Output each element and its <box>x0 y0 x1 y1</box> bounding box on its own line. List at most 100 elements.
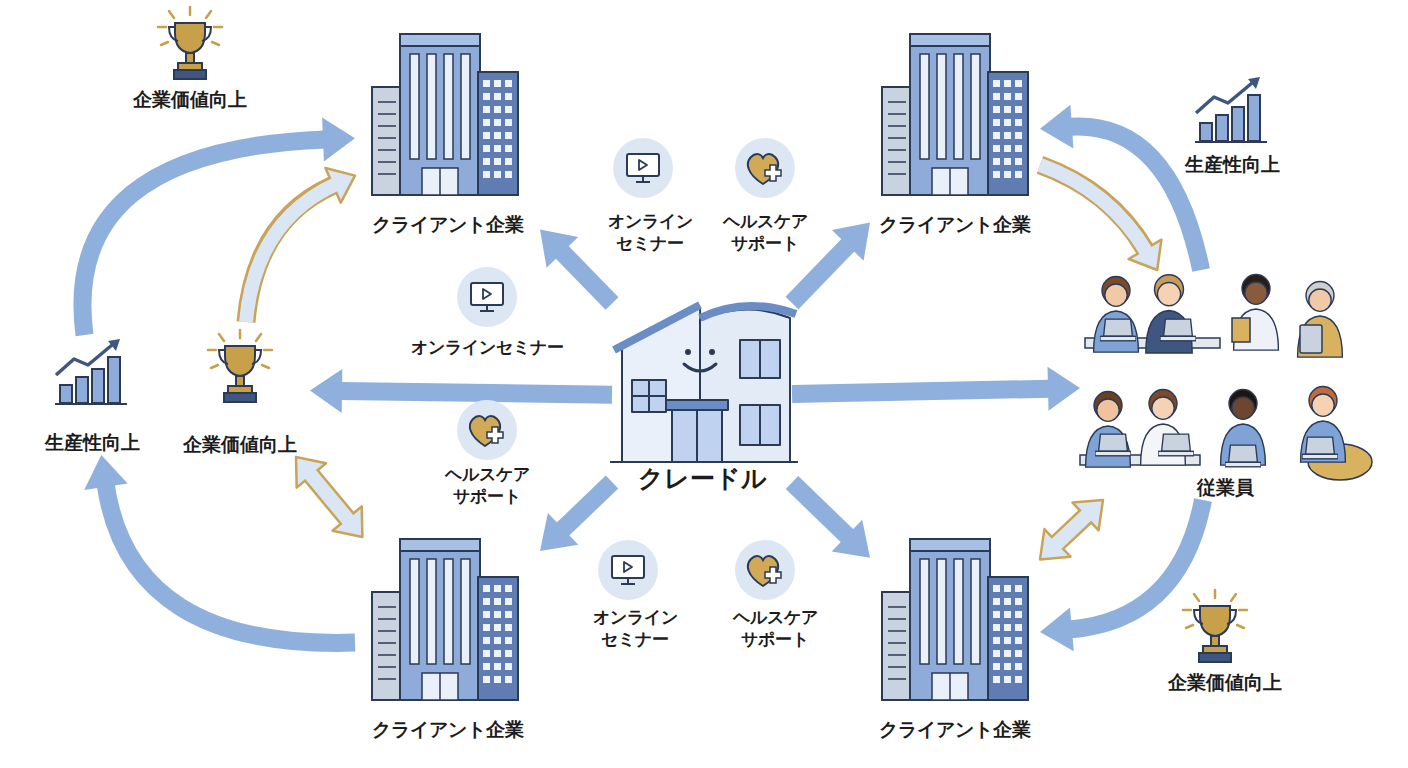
arrow-head <box>832 520 870 558</box>
person-figure <box>1301 387 1346 463</box>
arrow-shaft <box>562 482 612 530</box>
arrow-label: 生産性向上 <box>1185 152 1280 178</box>
arrow-head <box>322 118 355 162</box>
laptop-icon <box>1095 434 1131 456</box>
client-buildings <box>372 34 1028 700</box>
service-label: オンラインセミナー <box>411 336 564 358</box>
node-box: クライアント企業 <box>355 537 540 742</box>
arrow-head <box>1040 105 1073 149</box>
arrow-shaft <box>340 391 612 395</box>
node-text-group: クライアント企業 <box>335 718 560 742</box>
flow-arrow <box>792 483 870 558</box>
node-text-group: 従業員 <box>1060 476 1390 500</box>
arrow-shaft <box>792 389 1050 394</box>
cradle-building <box>610 305 798 462</box>
flow-arrow <box>540 230 612 304</box>
service-label: オンライン セミナー <box>595 210 705 254</box>
node-text-group: クライアント企業 <box>850 213 1060 237</box>
node-box: 企業価値向上 <box>170 322 310 457</box>
node-label: クライアント企業 <box>372 213 524 237</box>
arrow-shaft <box>561 251 612 304</box>
arrow-shaft <box>82 139 325 335</box>
node-box: クライアント企業 <box>870 32 1040 237</box>
flow-arrow <box>84 455 355 643</box>
person-figure <box>1298 282 1343 358</box>
arrow-head <box>1048 367 1081 411</box>
node-box: 従業員 <box>1080 270 1370 500</box>
arrow-head <box>1040 608 1074 652</box>
service-label: ヘルスケア サポート <box>432 463 542 507</box>
arrow-shaft <box>308 472 350 523</box>
laptop-icon <box>1302 437 1338 459</box>
node-box: クライアント企業 <box>355 32 540 237</box>
seminar-icon <box>613 138 673 198</box>
flow-arrow <box>1040 500 1103 559</box>
seminar-icon <box>457 267 517 327</box>
node-text-group: 生産性向上 <box>10 431 175 455</box>
arrow-label: 企業価値向上 <box>133 87 247 113</box>
flow-arrow <box>296 457 362 537</box>
value-icons <box>55 7 1267 662</box>
employees-illustration <box>1080 275 1372 480</box>
arrow-shaft <box>246 183 338 322</box>
node-text-group: 企業価値向上 <box>150 433 330 457</box>
arrow-label: 企業価値向上 <box>1168 670 1282 696</box>
node-text-group: クライアント企業 <box>850 718 1060 742</box>
trophy-icon <box>158 7 222 79</box>
flow-arrow <box>540 482 612 551</box>
person-figure <box>1094 277 1139 353</box>
clipboard-icon <box>1232 318 1250 342</box>
growth-chart-icon <box>1195 77 1267 142</box>
flow-arrow <box>246 168 355 322</box>
person-figure <box>1086 392 1131 468</box>
node-label: 生産性向上 <box>45 431 140 455</box>
trophy-icon <box>208 330 272 402</box>
service-icons <box>457 138 795 600</box>
node-label: クライアント企業 <box>372 718 524 742</box>
node-label: 従業員 <box>1197 476 1254 500</box>
arrow-head <box>540 513 578 551</box>
healthcare-icon <box>457 400 517 460</box>
service-label: オンライン セミナー <box>580 606 690 650</box>
arrow-shaft <box>1054 513 1089 546</box>
trophy-icon <box>1183 590 1247 662</box>
arrow-head <box>540 230 578 268</box>
building-illustration <box>882 34 1028 195</box>
arrow-shaft <box>792 483 848 537</box>
node-text-group: クレードル <box>592 463 812 494</box>
flow-arrow <box>1040 165 1161 270</box>
flow-arrow <box>792 222 870 303</box>
service-label: ヘルスケア サポート <box>710 210 820 254</box>
arrow-shaft <box>1070 126 1201 270</box>
node-box: クライアント企業 <box>870 537 1040 742</box>
node-label: クレードル <box>638 463 767 494</box>
service-label: ヘルスケア サポート <box>720 606 830 650</box>
growth-chart-icon <box>55 339 127 404</box>
flow-arrow <box>82 118 355 336</box>
arrow-shaft <box>792 244 849 303</box>
flow-arrow <box>1040 500 1203 651</box>
tablet-icon <box>1300 325 1322 353</box>
flow-arrow <box>1040 105 1201 270</box>
node-box: 生産性向上 <box>30 335 155 455</box>
arrow-head <box>84 455 128 490</box>
node-text-group: クライアント企業 <box>335 213 560 237</box>
node-box: クレードル <box>612 298 792 494</box>
node-label: クライアント企業 <box>879 213 1031 237</box>
laptop-icon <box>1100 319 1136 341</box>
node-label: クライアント企業 <box>879 718 1031 742</box>
node-label: 企業価値向上 <box>183 433 297 457</box>
flow-arrow <box>310 369 612 413</box>
healthcare-icon <box>735 138 795 198</box>
flow-arrow <box>792 367 1080 411</box>
arrow-head <box>310 369 342 413</box>
seminar-icon <box>598 540 658 600</box>
building-illustration <box>372 34 518 195</box>
laptop-icon <box>1160 319 1196 341</box>
arrow-shaft <box>1040 165 1148 254</box>
building-illustration <box>372 539 518 700</box>
arrow-shaft <box>106 485 355 643</box>
arrow-head <box>832 222 870 260</box>
